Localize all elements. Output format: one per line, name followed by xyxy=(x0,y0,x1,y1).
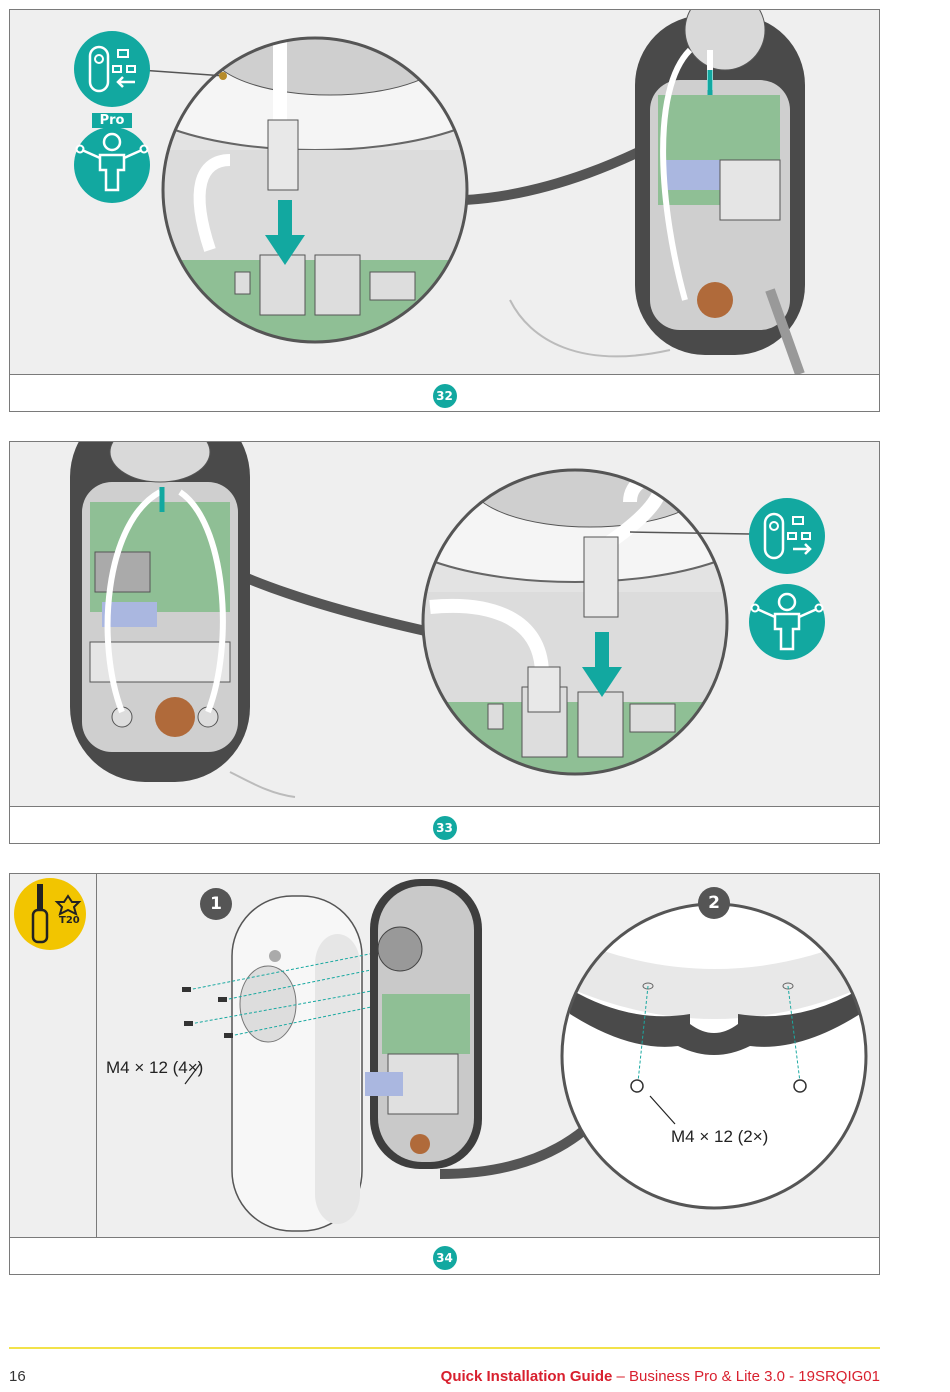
zoom-circle-33 xyxy=(421,468,729,776)
callout-2: 2 xyxy=(698,887,730,919)
step-33-illustration xyxy=(10,442,879,807)
charger-unit-illustration xyxy=(635,10,805,374)
step-34-illustration: T20 1 2 M4 × 12 (4×) M4 × 12 (2×) xyxy=(10,874,879,1238)
pro-label: Pro xyxy=(92,113,132,128)
page-number: 16 xyxy=(9,1368,26,1385)
zoom-circle-32 xyxy=(161,36,469,344)
step-number-badge: 34 xyxy=(432,1246,457,1270)
torx-screwdriver-icon xyxy=(14,878,86,950)
network-cable-icon xyxy=(749,498,825,574)
step-32-panel: Pro 32 xyxy=(9,9,880,412)
step-33-panel: 33 xyxy=(9,441,880,844)
step-32-illustration: Pro xyxy=(10,10,879,375)
product-reference: – Business Pro & Lite 3.0 - 19SRQIG01 xyxy=(612,1368,880,1385)
footer-title: Quick Installation Guide – Business Pro … xyxy=(441,1368,880,1385)
front-cover-illustration xyxy=(231,895,363,1232)
step-number-badge: 33 xyxy=(432,816,457,840)
tool-column xyxy=(10,874,97,1237)
step-34-panel: T20 1 2 M4 × 12 (4×) M4 × 12 (2×) 34 xyxy=(9,873,880,1275)
footer-divider xyxy=(9,1347,880,1349)
installer-icon xyxy=(749,584,825,660)
callout-1: 1 xyxy=(200,888,232,920)
guide-title: Quick Installation Guide xyxy=(440,1368,613,1385)
bottom-screw-spec: M4 × 12 (2×) xyxy=(671,1127,769,1146)
zoom-circle-34 xyxy=(560,902,868,1210)
step-number-badge: 32 xyxy=(432,384,457,408)
network-cable-icon xyxy=(74,31,150,107)
pro-installer-icon xyxy=(74,127,150,203)
charger-unit-illustration xyxy=(70,442,250,782)
cover-screw-spec: M4 × 12 (4×) xyxy=(106,1058,204,1077)
open-charger-illustration xyxy=(365,879,482,1169)
torx-size-label: T20 xyxy=(59,915,80,926)
